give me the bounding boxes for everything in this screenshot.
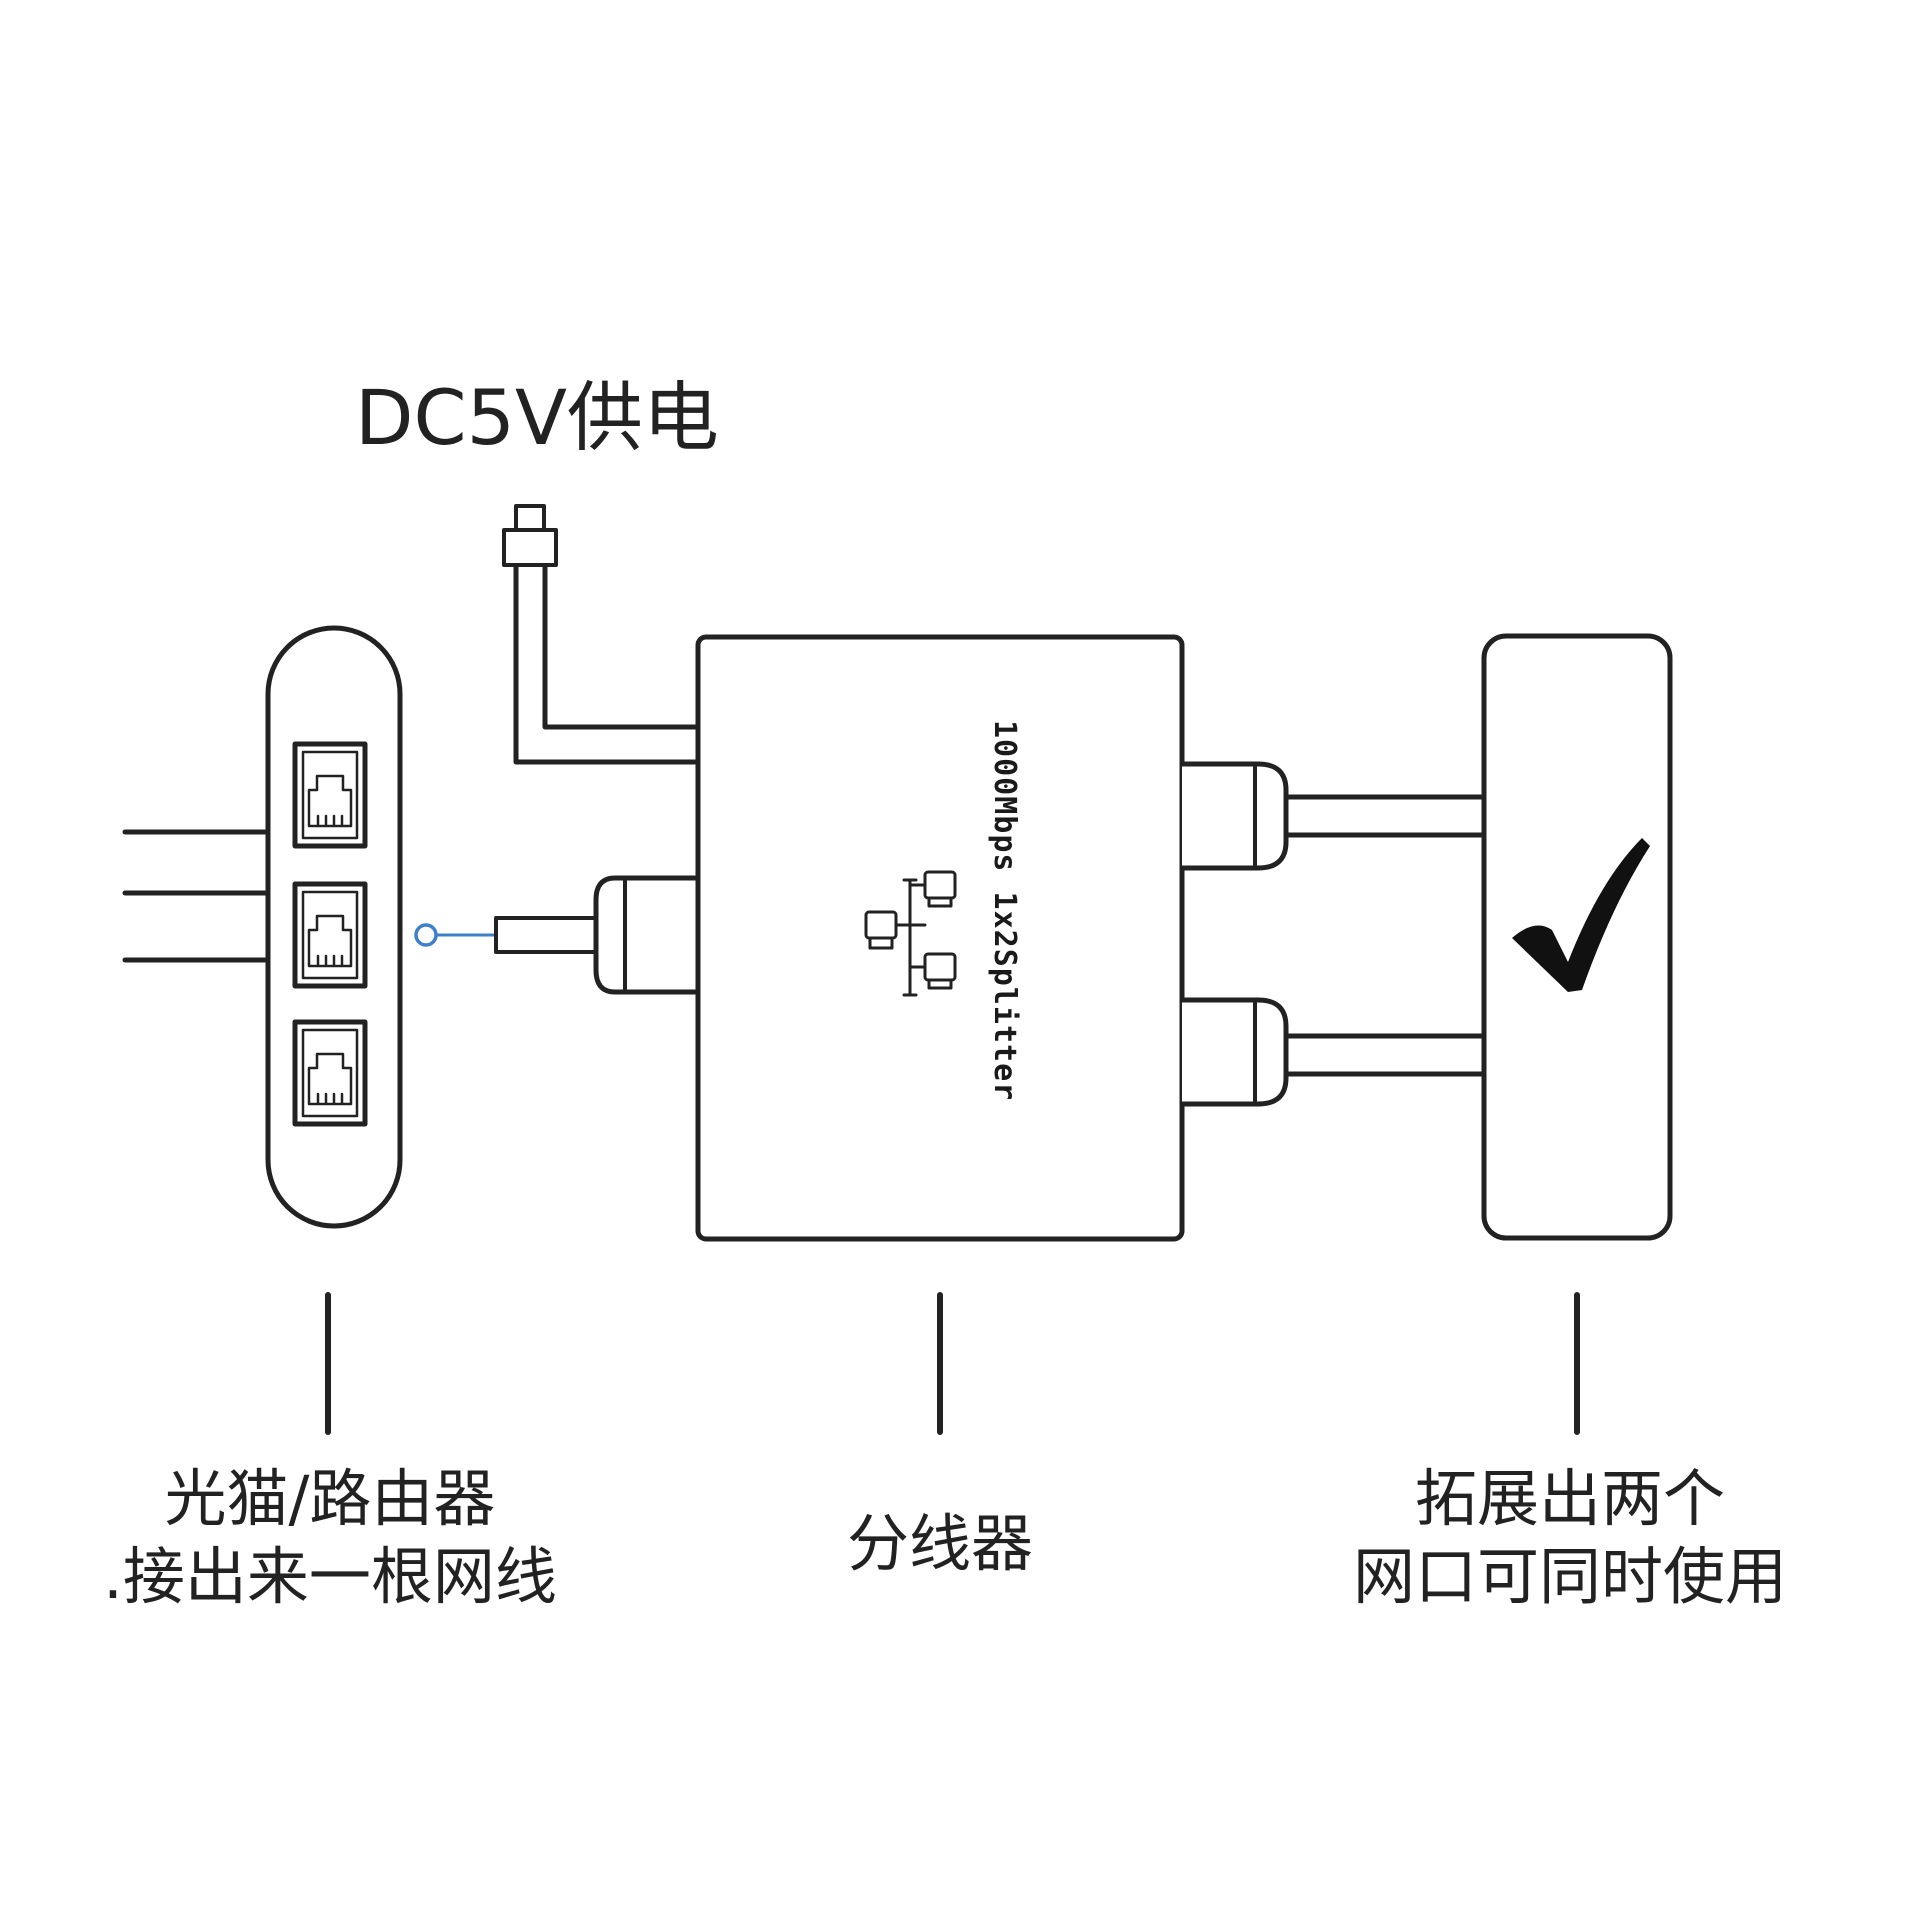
connection-marker [414,923,498,947]
output-cable-1 [1179,761,1487,871]
ethernet-port-icon [307,774,353,828]
router-port-1 [292,741,368,849]
devices-caption-line-2: 网口可同时使用 [1352,1539,1787,1613]
ethernet-port-icon [307,914,353,968]
router-port-2 [292,881,368,989]
devices-caption-line-1: 拓展出两个 [1414,1462,1725,1535]
ethernet-port-icon [307,1052,353,1106]
router-caption-line-1: 光猫/路由器 [164,1462,496,1535]
power-cable [502,504,701,765]
power-label: DC5V供电 [355,373,719,462]
splitter-body [695,634,1185,1242]
network-topology-icon [864,870,957,997]
devices-caption: 拓展出两个 网口可同时使用 [1320,1460,1820,1615]
router-caption: 光猫/路由器 .接出来一根网线 [80,1460,580,1615]
input-cable [494,875,701,995]
router-body [265,625,403,1229]
checkmark-icon [1512,838,1650,992]
splitter-caption: 分线器 [846,1507,1033,1580]
device-box [1481,633,1673,1241]
router-port-3 [292,1019,368,1127]
incoming-cables [122,829,271,963]
router-caption-line-2: .接出来一根网线 [103,1539,557,1613]
output-cable-2 [1179,997,1487,1107]
splitter-model-text: 1000Mbps 1x2Splitter [987,720,1022,1102]
